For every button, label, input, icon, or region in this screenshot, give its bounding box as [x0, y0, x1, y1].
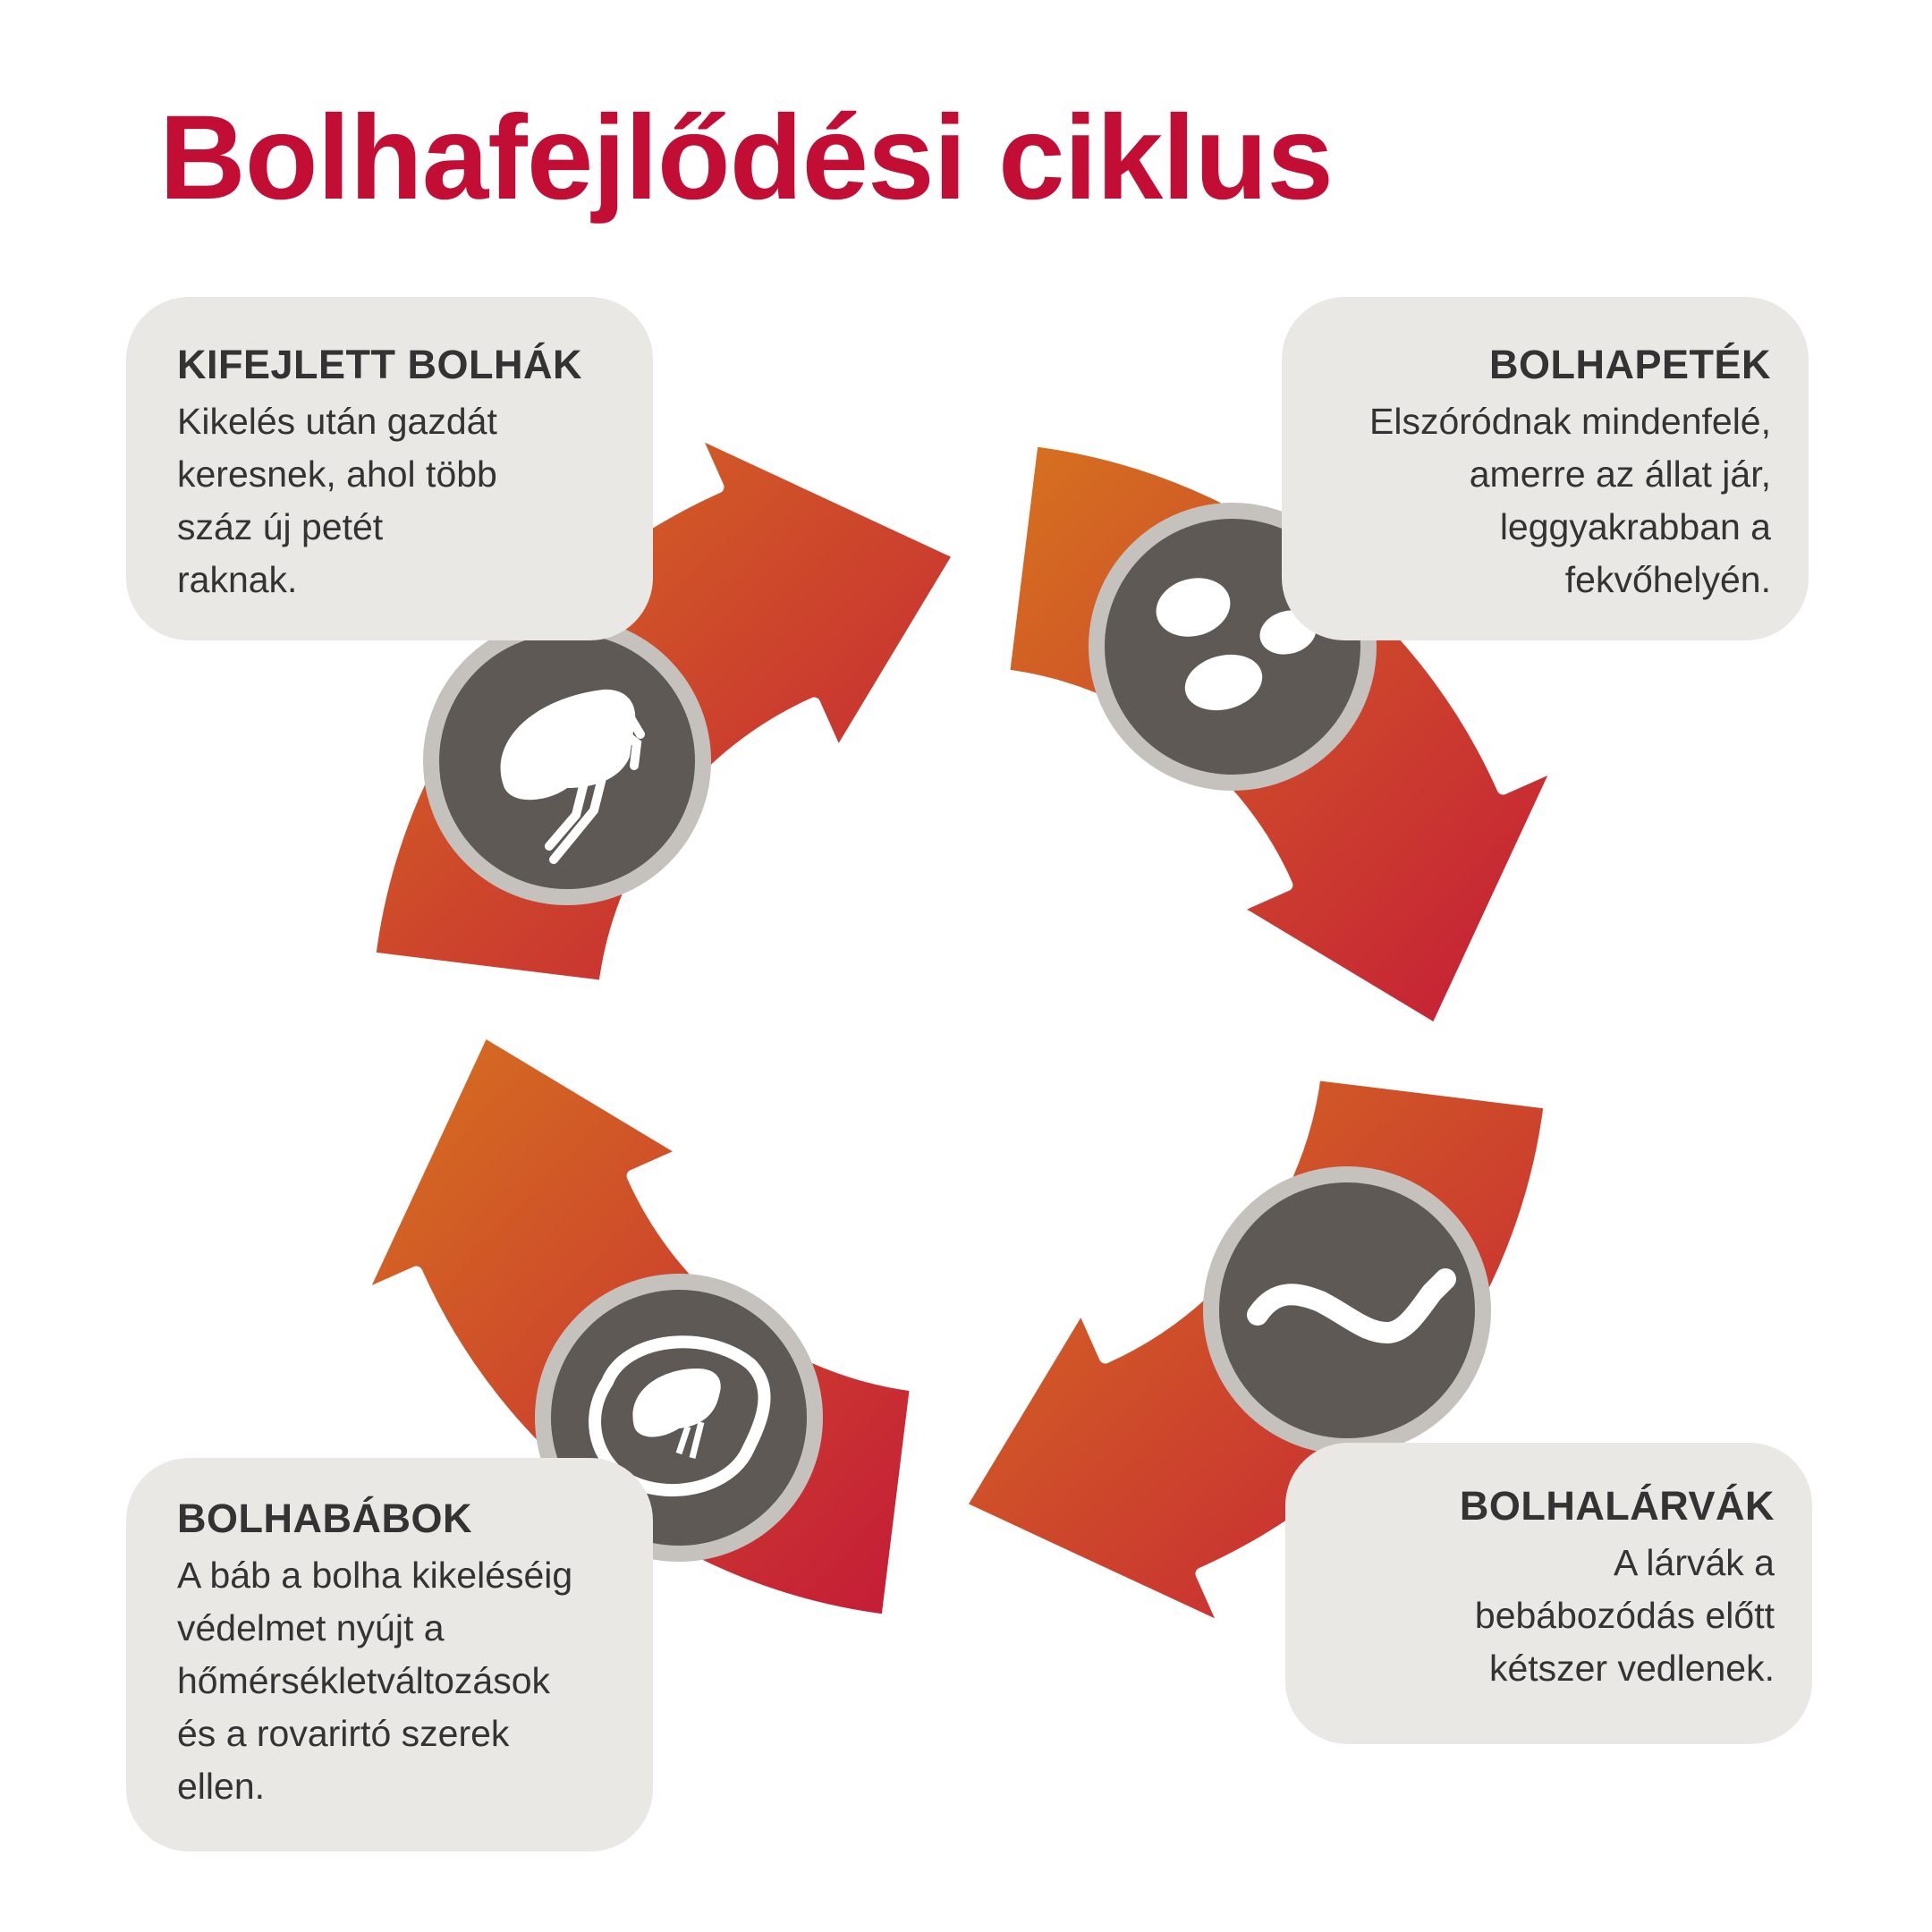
stage-line: hőmérsékletváltozások	[177, 1660, 551, 1701]
stage-box-larvae: BOLHALÁRVÁK A lárvák a bebábozódás előtt…	[1285, 1443, 1812, 1744]
stage-line: leggyakrabban a	[1499, 506, 1771, 547]
stage-line: amerre az állat jár,	[1469, 453, 1771, 495]
stage-line: Elszóródnak mindenfelé,	[1369, 401, 1771, 442]
stage-line: ellen.	[177, 1766, 266, 1807]
stage-line: keresnek, ahol több	[177, 453, 497, 495]
stage-line: fekvőhelyén.	[1564, 559, 1771, 600]
pupa-icon	[589, 1335, 771, 1496]
stage-line: védelmet nyújt a	[177, 1607, 445, 1648]
stage-box-eggs: BOLHAPETÉK Elszóródnak mindenfelé, amerr…	[1282, 297, 1809, 640]
stage-circle-adults	[423, 617, 711, 905]
stage-box-adults: KIFEJLETT BOLHÁK Kikelés után gazdát ker…	[126, 297, 653, 640]
eggs-icon	[1156, 578, 1317, 711]
stage-line: raknak.	[177, 559, 298, 600]
stage-box-pupae: BOLHABÁBOK A báb a bolha kikeléséig véde…	[126, 1458, 653, 1852]
page-title: Bolhafejlődési ciklus	[159, 91, 1334, 225]
stage-line: kétszer vedlenek.	[1488, 1648, 1775, 1689]
stage-line: és a rovarirtó szerek	[177, 1713, 510, 1754]
stage-heading: BOLHAPETÉK	[1488, 342, 1771, 387]
stage-heading: KIFEJLETT BOLHÁK	[177, 342, 582, 387]
stage-line: bebábozódás előtt	[1474, 1595, 1775, 1636]
stage-heading: BOLHALÁRVÁK	[1459, 1483, 1775, 1529]
stage-line: Kikelés után gazdát	[177, 401, 497, 442]
stage-circle-larvae	[1203, 1166, 1491, 1454]
larva-icon	[1247, 1268, 1456, 1344]
stage-heading: BOLHABÁBOK	[177, 1496, 472, 1541]
stage-line: A lárvák a	[1613, 1542, 1775, 1583]
stage-line: száz új petét	[177, 506, 384, 547]
stage-line: A báb a bolha kikeléséig	[177, 1555, 573, 1596]
flea-icon	[500, 689, 645, 864]
